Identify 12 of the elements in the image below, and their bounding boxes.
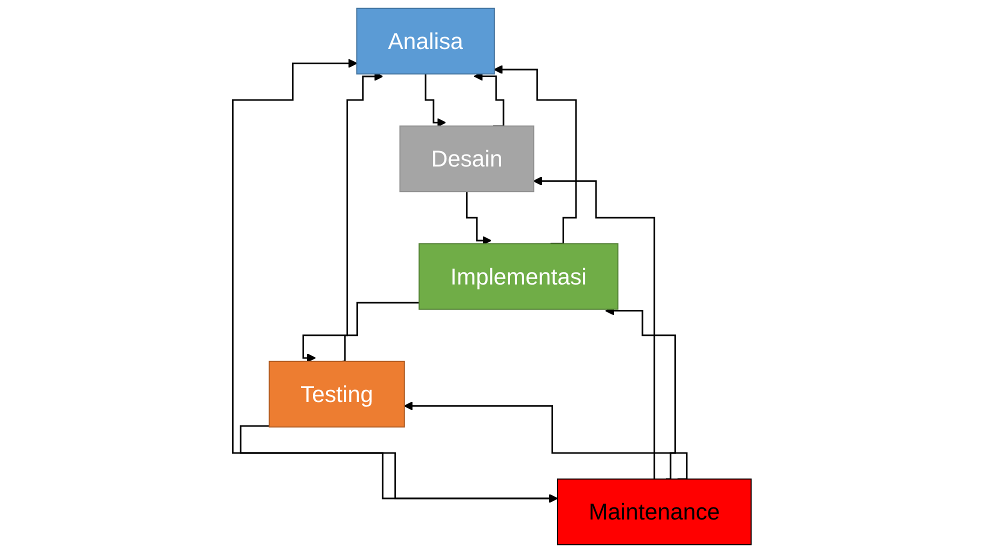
node-box: Testing <box>268 360 405 428</box>
node-box: Maintenance <box>556 478 752 546</box>
arrow <box>424 73 446 128</box>
arrow <box>533 176 656 480</box>
node-box: Implementasi <box>418 243 618 310</box>
arrow <box>302 302 420 363</box>
arrow <box>404 401 688 480</box>
arrow <box>240 425 558 504</box>
node-box: Desain <box>399 126 534 192</box>
node-box: Analisa <box>356 8 495 74</box>
arrow <box>494 64 577 244</box>
arrow <box>466 190 492 246</box>
